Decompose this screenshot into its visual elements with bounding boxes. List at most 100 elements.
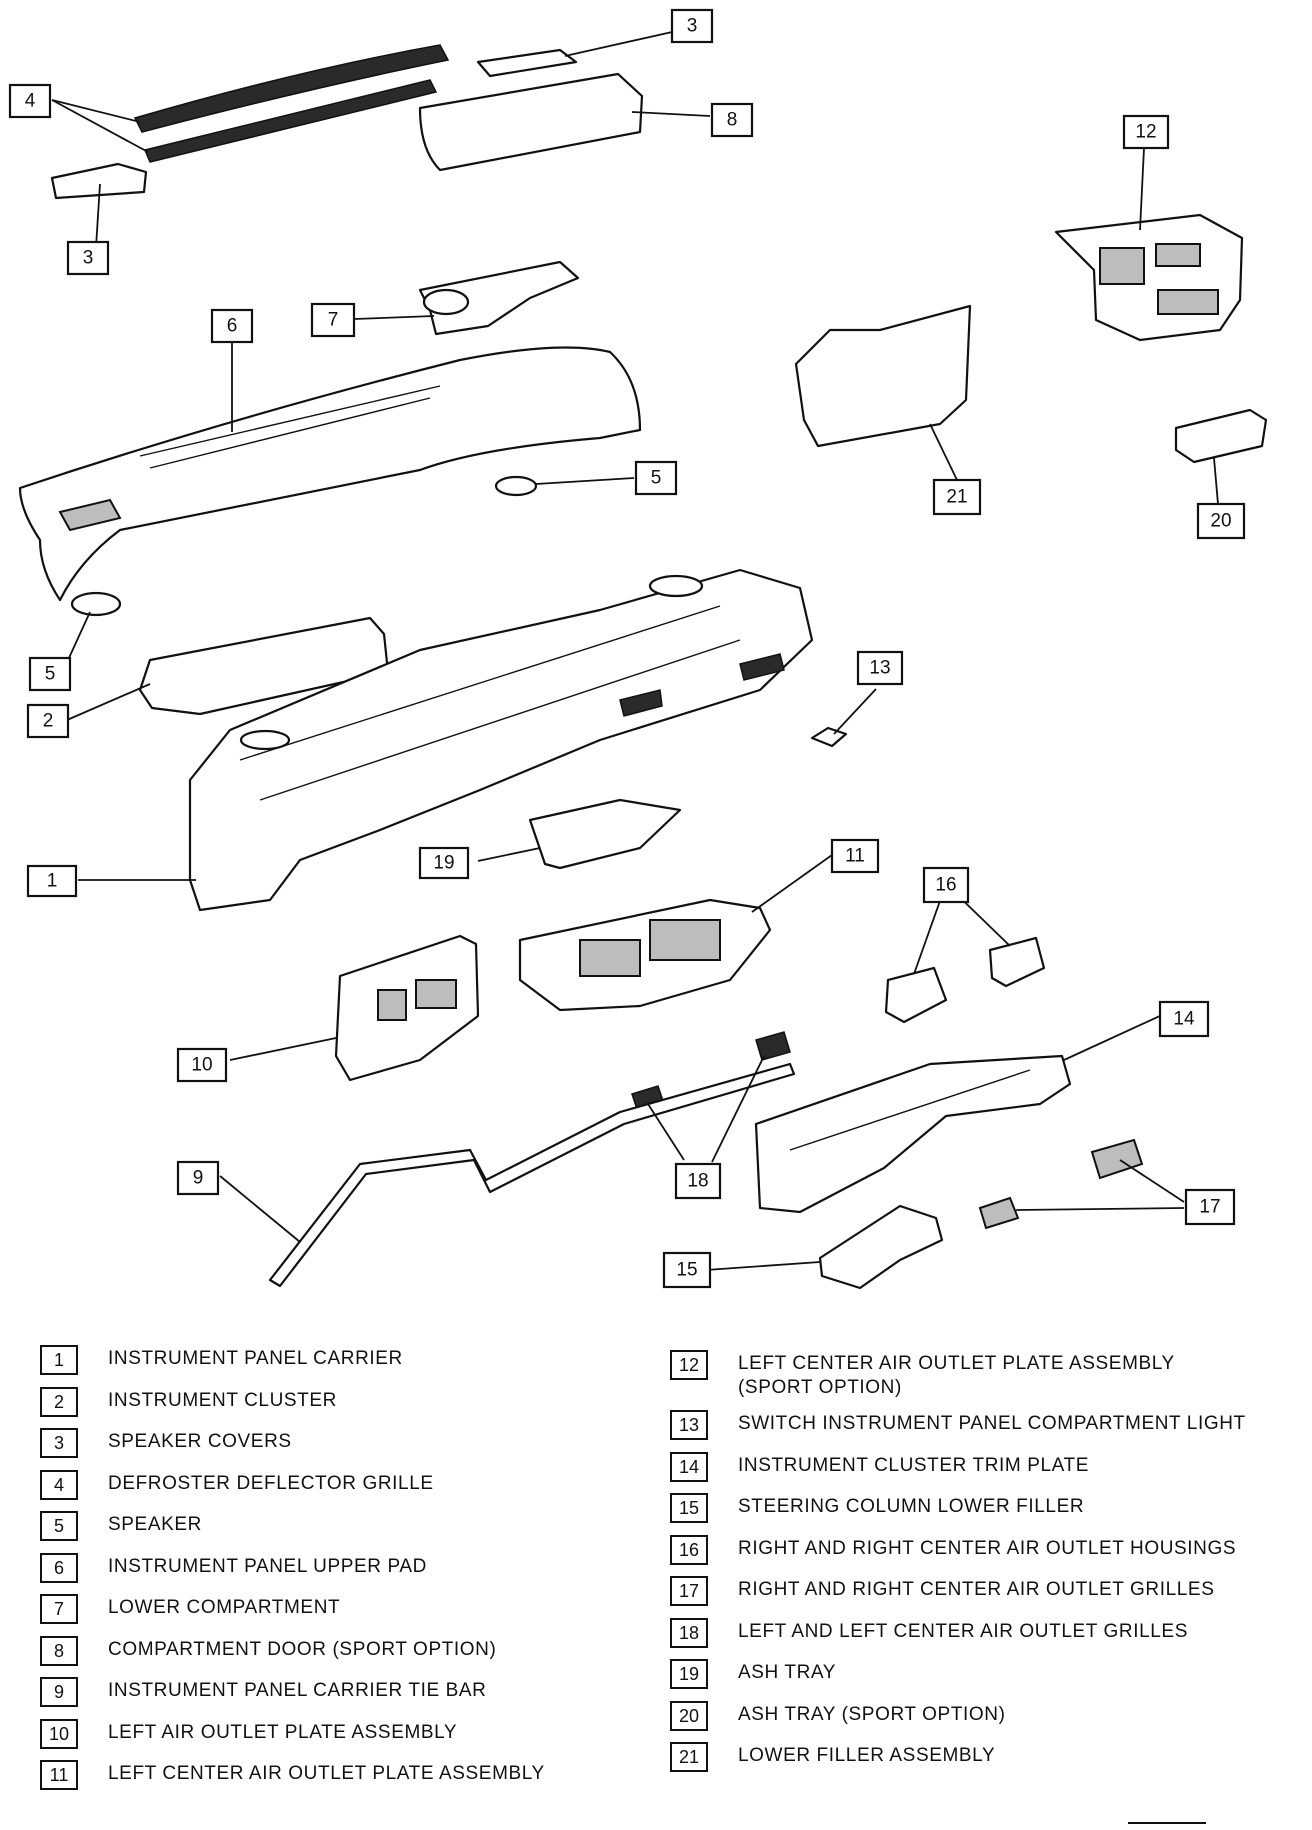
compartment-light-switch-part [810, 726, 848, 748]
legend-number: 21 [670, 1742, 708, 1772]
legend-number: 9 [40, 1677, 78, 1707]
instrument-cluster-part [138, 616, 390, 716]
callout-19: 19 [418, 846, 470, 880]
svg-text:4: 4 [25, 91, 36, 112]
svg-text:19: 19 [433, 853, 454, 874]
speaker-part-right [494, 475, 538, 497]
callout-14: 14 [1158, 1000, 1210, 1038]
legend-label: INSTRUMENT PANEL CARRIER [108, 1348, 403, 1369]
callout-12: 12 [1122, 114, 1170, 150]
callout-5-left: 5 [28, 656, 72, 692]
left-outlet-plate-part [334, 934, 480, 1082]
outlet-grille-part-d [978, 1196, 1020, 1230]
svg-text:14: 14 [1173, 1009, 1195, 1030]
legend-number: 2 [40, 1386, 78, 1417]
svg-text:12: 12 [1135, 122, 1156, 143]
sport-outlet-plate-part [1054, 213, 1244, 342]
callout-18: 18 [674, 1162, 722, 1200]
legend-label: INSTRUMENT CLUSTER [108, 1389, 337, 1411]
speaker-cover-part-top [476, 48, 578, 78]
legend-label: SWITCH INSTRUMENT PANEL COMPARTMENT LIGH… [738, 1413, 1246, 1434]
callout-3-top: 3 [670, 8, 714, 44]
callout-8: 8 [710, 102, 754, 138]
legend-number: 12 [670, 1350, 708, 1380]
outlet-housing-part-right [988, 936, 1046, 988]
cluster-trim-plate-part [754, 1054, 1072, 1214]
callout-13: 13 [856, 650, 904, 686]
svg-text:5: 5 [45, 664, 56, 685]
outlet-housing-part-left [884, 966, 948, 1024]
svg-text:3: 3 [687, 16, 698, 37]
svg-text:9: 9 [193, 1168, 204, 1189]
svg-text:18: 18 [687, 1171, 708, 1192]
callout-15: 15 [662, 1251, 712, 1289]
legend-label: INSTRUMENT CLUSTER TRIM PLATE [738, 1454, 1089, 1476]
legend-number: 18 [670, 1617, 708, 1648]
speaker-cover-part-left [50, 162, 148, 200]
defroster-grille-part [133, 44, 450, 163]
legend-number: 7 [40, 1594, 78, 1624]
svg-text:7: 7 [328, 310, 339, 331]
legend-number: 3 [40, 1428, 78, 1458]
legend-label: RIGHT AND RIGHT CENTER AIR OUTLET GRILLE… [738, 1579, 1215, 1600]
legend-number: 14 [670, 1451, 708, 1482]
svg-text:20: 20 [1210, 511, 1231, 532]
legend-number: 20 [670, 1700, 708, 1731]
callout-2: 2 [26, 703, 70, 739]
callout-20: 20 [1196, 502, 1246, 540]
svg-text:8: 8 [727, 110, 738, 131]
lower-filler-part [794, 304, 972, 448]
lower-compartment-cup [422, 288, 470, 316]
legend-label: ASH TRAY (SPORT OPTION) [738, 1703, 1006, 1725]
callout-16: 16 [922, 866, 970, 904]
legend-label: STEERING COLUMN LOWER FILLER [738, 1496, 1085, 1517]
legend-label: LOWER FILLER ASSEMBLY [738, 1745, 996, 1766]
legend-number: 10 [40, 1718, 78, 1749]
legend-number: 17 [670, 1576, 708, 1606]
svg-text:16: 16 [935, 875, 956, 896]
legend-label: DEFROSTER DEFLECTOR GRILLE [108, 1472, 434, 1494]
legend-number: 11 [40, 1760, 78, 1790]
legend-number: 5 [40, 1511, 78, 1541]
legend-label: LOWER COMPARTMENT [108, 1597, 341, 1618]
steering-column-filler-part [818, 1204, 944, 1290]
svg-text:3: 3 [83, 248, 94, 269]
legend-label: LEFT AIR OUTLET PLATE ASSEMBLY [108, 1721, 458, 1743]
legend-label: INSTRUMENT PANEL CARRIER TIE BAR [108, 1680, 487, 1701]
legend-number: 16 [670, 1534, 708, 1565]
legend-label: LEFT AND LEFT CENTER AIR OUTLET GRILLES [738, 1620, 1188, 1642]
svg-text:15: 15 [676, 1260, 697, 1281]
legend-label: SPEAKER [108, 1514, 202, 1535]
callout-11: 11 [830, 838, 880, 874]
ash-tray-part [528, 798, 682, 870]
svg-text:11: 11 [845, 846, 865, 867]
lower-compartment-part [418, 260, 580, 336]
outlet-grille-part-b [755, 1031, 791, 1061]
callout-3-left: 3 [66, 240, 110, 276]
legend-number: 8 [40, 1635, 78, 1666]
callout-21: 21 [932, 478, 982, 516]
callout-17: 17 [1184, 1188, 1236, 1226]
panel-carrier-part [188, 568, 814, 912]
outlet-grille-part-c [1090, 1138, 1144, 1180]
callout-6: 6 [210, 308, 254, 344]
speaker-part-left [70, 591, 122, 617]
leader-lines [51, 27, 1219, 1271]
legend-number: 1 [40, 1345, 78, 1375]
callout-7: 7 [310, 302, 356, 338]
svg-text:13: 13 [869, 658, 890, 679]
legend-label: RIGHT AND RIGHT CENTER AIR OUTLET HOUSIN… [738, 1537, 1237, 1559]
svg-text:17: 17 [1199, 1197, 1220, 1218]
svg-text:6: 6 [227, 316, 238, 337]
upper-pad-part [18, 346, 642, 602]
tie-bar-part [268, 1062, 796, 1288]
svg-text:2: 2 [43, 711, 54, 732]
legend-number: 19 [670, 1659, 708, 1689]
svg-text:5: 5 [651, 468, 662, 489]
legend-number: 13 [670, 1410, 708, 1440]
callout-9: 9 [176, 1160, 220, 1196]
svg-text:1: 1 [47, 871, 58, 892]
legend-number: 6 [40, 1552, 78, 1583]
callout-10: 10 [176, 1047, 228, 1083]
